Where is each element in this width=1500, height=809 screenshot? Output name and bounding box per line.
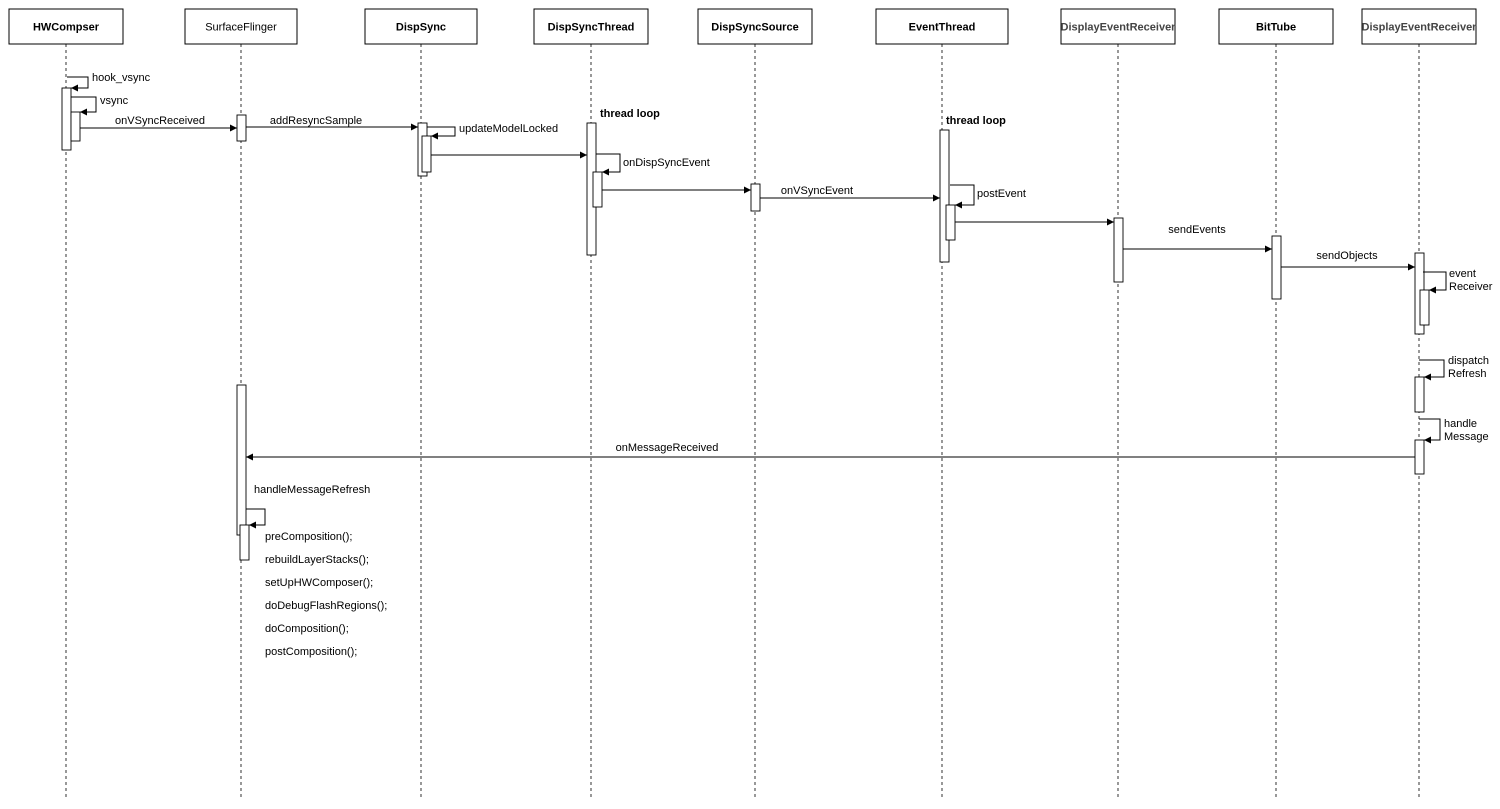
lifelines [65,44,1420,800]
participant-box [364,8,478,45]
activation-et [945,204,956,241]
activation-ds [421,135,432,173]
participant-dss: DispSyncSource [697,8,813,45]
message-label-on-message-received: onMessageReceived [616,442,719,454]
message-label-handle-message: Message [1444,431,1489,443]
activation-sf [236,384,247,536]
participant-box [184,8,298,45]
message-label-on-vsync-received: onVSyncReceived [115,115,205,127]
participant-label: DispSyncSource [711,22,798,34]
refresh-step: doDebugFlashRegions(); [265,600,387,612]
message-label-handle-message: handle [1444,418,1477,430]
message-label-post-event: postEvent [977,188,1026,200]
participant-ds: DispSync [364,8,478,45]
message-label-dispatch-refresh: dispatch [1448,355,1489,367]
loop-label-et-loop: thread loop [946,115,1006,127]
participant-box [533,8,649,45]
loop-label-dst-loop: thread loop [600,108,660,120]
activation-hw [61,87,72,151]
message-arrow-update-model-locked [427,126,456,140]
message-label-vsync: vsync [100,95,129,107]
participant-label: DispSync [396,22,446,34]
refresh-step: setUpHWComposer(); [265,577,373,589]
message-arrow-dispatch-refresh [1419,359,1445,381]
message-label-event-receiver: Receiver [1449,281,1493,293]
participant-hw: HWCompser [8,8,124,45]
message-label-on-vsync-event: onVSyncEvent [781,185,853,197]
participant-bt: BitTube [1218,8,1334,45]
activation-der2 [1414,376,1425,413]
refresh-step: doComposition(); [265,623,349,635]
message-arrow-event-receiver [1423,271,1447,294]
activation-bars [61,87,1430,561]
activation-dst [592,171,603,208]
message-label-update-model-locked: updateModelLocked [459,123,558,135]
message-label-hook-vsync: hook_vsync [92,72,151,84]
activation-et [939,129,950,263]
message-arrow-handle-message-refresh [246,508,266,529]
message-label-send-events: sendEvents [1168,224,1226,236]
refresh-step: preComposition(); [265,531,352,543]
refresh-steps: preComposition(); rebuildLayerStacks(); se… [265,531,387,658]
participant-dst: DispSyncThread [533,8,649,45]
message-label-on-disp-sync-event: onDispSyncEvent [623,157,710,169]
participant-label: DisplayEventReceiver [1061,22,1177,34]
participant-headers: HWCompser SurfaceFlinger DispSync DispSyncT… [8,8,1478,45]
refresh-step: postComposition(); [265,646,357,658]
activation-sf [239,524,250,561]
message-arrow-on-disp-sync-event [596,153,621,176]
participant-box [697,8,813,45]
activation-der1 [1113,217,1124,283]
activation-sf [236,114,247,142]
message-label-event-receiver: event [1449,268,1476,280]
participant-label: SurfaceFlinger [205,22,277,34]
message-arrows [67,76,1447,529]
refresh-step: rebuildLayerStacks(); [265,554,369,566]
participant-label: DisplayEventReceiver [1362,22,1478,34]
participant-label: EventThread [909,22,976,34]
participant-label: DispSyncThread [548,22,635,34]
activation-der2 [1419,289,1430,326]
message-label-handle-message-refresh: handleMessageRefresh [254,484,370,496]
participant-box [1060,8,1176,45]
message-label-send-objects: sendObjects [1316,250,1378,262]
message-arrow-post-event [950,184,975,209]
activation-der2 [1414,439,1425,475]
participant-sf: SurfaceFlinger [184,8,298,45]
participant-box [1361,8,1477,45]
message-arrow-handle-message [1419,418,1441,444]
activation-bt [1271,235,1282,300]
participant-box [1218,8,1334,45]
participant-box [8,8,124,45]
participant-et: EventThread [875,8,1009,45]
message-arrow-vsync [71,96,97,116]
participant-box [875,8,1009,45]
message-arrow-hook-vsync [67,76,89,92]
message-label-dispatch-refresh: Refresh [1448,368,1487,380]
participant-label: HWCompser [33,22,100,34]
activation-dss [750,183,761,212]
participant-label: BitTube [1256,22,1296,34]
participant-der1: DisplayEventReceiver [1060,8,1177,45]
activation-hw [70,111,81,142]
participant-der2: DisplayEventReceiver [1361,8,1478,45]
message-label-add-resync-sample: addResyncSample [270,115,362,127]
